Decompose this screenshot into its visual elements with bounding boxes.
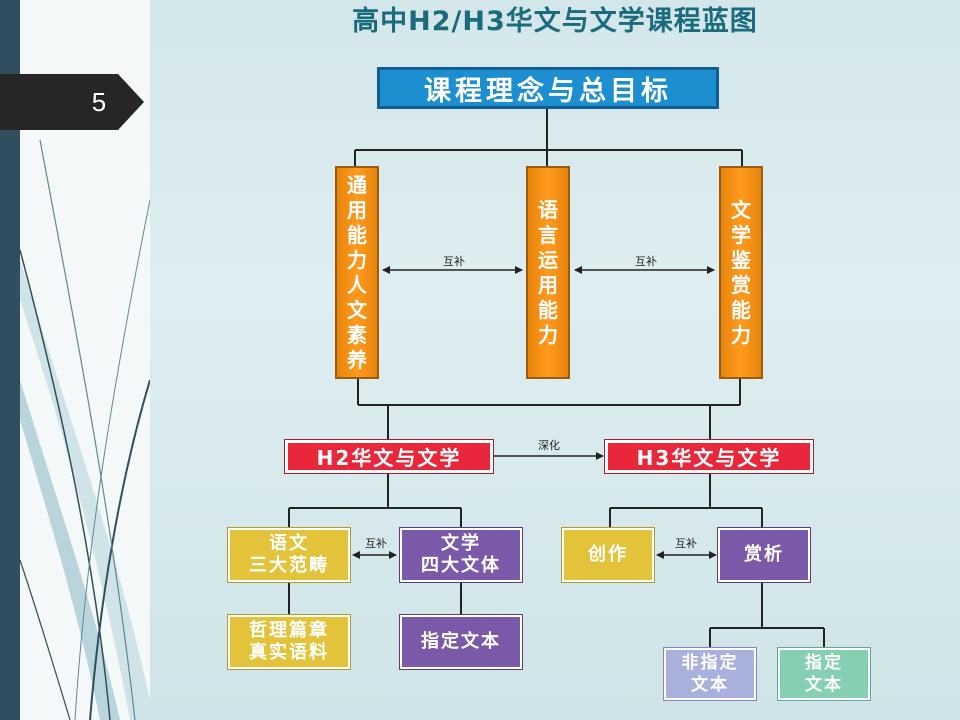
h3-course-box: H3华文与文学 [605, 440, 813, 473]
h2-philosophical-texts-box: 哲理篇章 真实语料 [228, 615, 350, 669]
pillar-relation-right-label: 互补 [635, 255, 657, 268]
pillar-literary-appreciation-label: 文学鉴赏能力 [731, 197, 751, 347]
h2-course-box: H2华文与文学 [285, 440, 493, 473]
h2-literature-genres-box: 文学 四大文体 [400, 528, 522, 582]
pillar-relation-left-label: 互补 [443, 255, 465, 268]
page-title: 高中H2/H3华文与文学课程蓝图 [352, 6, 758, 37]
course-relation-label: 深化 [538, 439, 560, 452]
pillar-general-competency-label: 通用能力人文素养 [347, 172, 367, 372]
h3-branch-relation-label: 互补 [675, 537, 697, 550]
pillar-literary-appreciation: 文学鉴赏能力 [719, 166, 763, 379]
h3-prescribed-texts-box: 指定 文本 [778, 648, 870, 700]
h3-nonprescribed-texts-box: 非指定 文本 [664, 648, 756, 700]
h2-branch-relation-label: 互补 [365, 537, 387, 550]
pillar-language-use: 语言运用能力 [526, 166, 570, 379]
h3-appreciation-box: 赏析 [718, 528, 810, 582]
h3-creative-writing-box: 创作 [562, 528, 654, 582]
slide-number: 5 [91, 87, 107, 117]
slide-number-tab [0, 74, 144, 130]
course-goal-box: 课程理念与总目标 [377, 67, 719, 109]
h2-prescribed-texts-box: 指定文本 [400, 615, 522, 669]
pillar-general-competency: 通用能力人文素养 [335, 166, 379, 379]
pillar-language-use-label: 语言运用能力 [538, 197, 558, 347]
h2-language-domains-box: 语文 三大范畴 [228, 528, 350, 582]
